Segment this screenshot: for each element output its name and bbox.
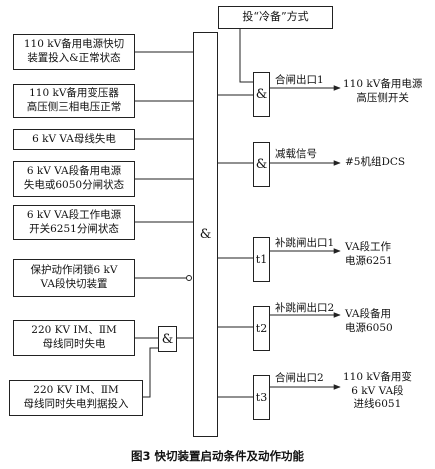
target-110kv-breaker: 110 kV备用电源 高压侧开关 — [343, 78, 423, 104]
input-backup-switch-enabled: 110 kV备用电源快切 装置投入&正常状态 — [13, 34, 135, 70]
bus-and-gate: & — [158, 326, 177, 352]
target-unit5-dcs: #5机组DCS — [345, 156, 406, 168]
target-va-backup-6050: VA段备用 电源6050 — [345, 308, 393, 334]
signal-trip-1: 补跳闸出口1 — [275, 237, 335, 249]
signal-trip-2: 补跳闸出口2 — [275, 302, 335, 314]
signal-close-1: 合闸出口1 — [275, 74, 324, 86]
input-transformer-voltage-normal: 110 kV备用变压器 高压侧三相电压正常 — [13, 84, 135, 118]
inverter-bubble — [186, 275, 192, 281]
timer-gate-t2: t2 — [253, 306, 270, 351]
timer-gate-t3: t3 — [253, 375, 270, 420]
branch-gate-2: & — [253, 142, 270, 187]
main-and-gate: & — [193, 32, 218, 437]
input-220kv-bus-criterion: 220 KV ⅠM、ⅡM 母线同时失电判据投入 — [9, 380, 143, 416]
input-va-backup-loss: 6 kV VA段备用电源 失电或6050分闸状态 — [13, 161, 135, 197]
input-protection-block: 保护动作闭锁6 kV VA段快切装置 — [13, 259, 135, 297]
branch-gate-1: & — [253, 72, 270, 117]
wire-bus-2 — [143, 347, 158, 398]
signal-close-2: 合闸出口2 — [275, 372, 324, 384]
cold-standby-mode-box: 投“冷备”方式 — [218, 6, 333, 29]
timer-gate-t1: t1 — [253, 237, 270, 282]
input-220kv-bus-loss: 220 KV ⅠM、ⅡM 母线同时失电 — [13, 320, 135, 356]
input-va-work-breaker-open: 6 kV VA段工作电源 开关6251分闸状态 — [13, 205, 135, 240]
signal-load-shed: 减载信号 — [275, 148, 317, 160]
figure-caption: 图3 快切装置启动条件及动作功能 — [130, 449, 304, 463]
target-va-work-6251: VA段工作 电源6251 — [345, 241, 393, 267]
wire-mode — [239, 29, 253, 83]
target-va-incoming-6051: 110 kV备用变 6 kV VA段 进线6051 — [343, 371, 412, 411]
input-va-bus-loss: 6 kV VA母线失电 — [13, 129, 135, 150]
